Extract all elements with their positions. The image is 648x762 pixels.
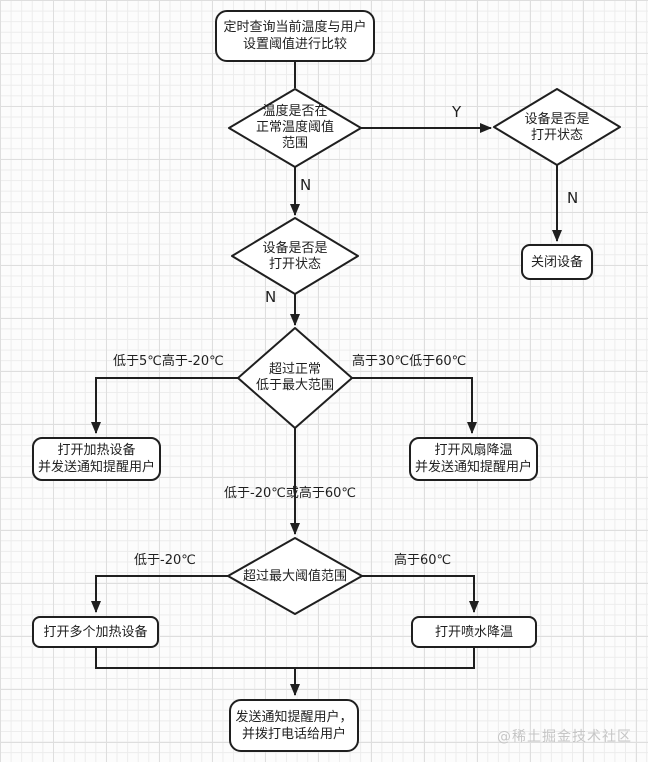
- decision-temp-in-range-line1: 温度是否在: [262, 104, 328, 119]
- node-start-line2: 设置阈值进行比较: [242, 37, 347, 52]
- decision-over-normal-line2: 低于最大范围: [255, 378, 334, 393]
- node-notify: 发送通知提醒用户， 并拨打电话给用户: [229, 699, 359, 752]
- node-notify-line2: 并拨打电话给用户: [241, 726, 346, 742]
- node-spray-line1: 打开喷水降温: [434, 624, 513, 640]
- edge-over-normal-left: [91, 377, 238, 434]
- node-close-device: 关闭设备: [521, 244, 593, 280]
- node-heat-on: 打开加热设备 并发送通知提醒用户: [32, 437, 161, 481]
- node-multi-heat-line1: 打开多个加热设备: [43, 624, 148, 640]
- node-notify-line1: 发送通知提醒用户，: [235, 709, 353, 725]
- decision-device-on-right-line1: 设备是否是: [524, 111, 590, 127]
- edge-label-no-mid-1: N: [300, 176, 312, 194]
- node-heat-on-line1: 打开加热设备: [57, 443, 136, 458]
- decision-device-on-right-shape: [493, 88, 621, 166]
- decision-device-on-right-line2: 打开状态: [530, 127, 583, 143]
- decision-device-on-mid-line1: 设备是否是: [262, 240, 328, 256]
- edge-label-yes: Y: [452, 103, 462, 121]
- edge-label-below-neg20: 低于-20℃: [134, 553, 196, 568]
- decision-device-on-right-label: 设备是否是 打开状态: [502, 111, 612, 144]
- edges: [91, 62, 562, 696]
- decision-shapes: [227, 88, 621, 615]
- decision-temp-in-range-line3: 范围: [281, 136, 308, 151]
- decision-temp-in-range-shape: [228, 88, 362, 168]
- node-fan-on-line2: 并发送通知提醒用户: [414, 460, 532, 475]
- node-fan-on-line1: 打开风扇降温: [434, 443, 513, 458]
- edge-label-above30-below60: 高于30℃低于60℃: [352, 354, 467, 369]
- edge-label-no-mid-2: N: [265, 288, 277, 306]
- decision-over-max-line1: 超过最大阈值范围: [242, 568, 347, 584]
- decision-over-max-shape: [227, 537, 363, 615]
- decision-over-max-label: 超过最大阈值范围: [235, 568, 355, 585]
- node-start-line1: 定时查询当前温度与用户: [223, 20, 367, 35]
- node-close-device-line1: 关闭设备: [530, 254, 583, 270]
- edge-over-max-left: [91, 575, 228, 613]
- node-spray: 打开喷水降温: [411, 616, 537, 648]
- decision-temp-in-range-label: 温度是否在 正常温度阈值 范围: [240, 103, 350, 153]
- edge-label-below-neg20-or-above60: 低于-20℃或高于60℃: [224, 486, 356, 501]
- node-multi-heat: 打开多个加热设备: [32, 616, 159, 648]
- edge-label-above60: 高于60℃: [394, 553, 452, 568]
- node-start: 定时查询当前温度与用户 设置阈值进行比较: [215, 10, 375, 62]
- edge-label-below5-above-neg20: 低于5℃高于-20℃: [113, 354, 224, 369]
- decision-over-normal-label: 超过正常 低于最大范围: [235, 361, 355, 395]
- decision-device-on-mid-line2: 打开状态: [268, 256, 321, 272]
- decision-temp-in-range-line2: 正常温度阈值: [255, 120, 334, 135]
- edge-over-normal-right: [352, 377, 477, 434]
- decision-over-normal-shape: [237, 327, 353, 429]
- watermark-text: @稀土掘金技术社区: [497, 729, 632, 745]
- decision-device-on-mid-label: 设备是否是 打开状态: [240, 240, 350, 273]
- node-fan-on: 打开风扇降温 并发送通知提醒用户: [409, 437, 538, 481]
- edge-label-no-right: N: [567, 189, 579, 207]
- decision-over-normal-line1: 超过正常: [268, 362, 321, 377]
- decision-device-on-mid-shape: [231, 217, 359, 295]
- node-heat-on-line2: 并发送通知提醒用户: [37, 460, 155, 475]
- edge-over-max-right: [362, 575, 479, 613]
- edge-merge-bottom: [95, 648, 475, 669]
